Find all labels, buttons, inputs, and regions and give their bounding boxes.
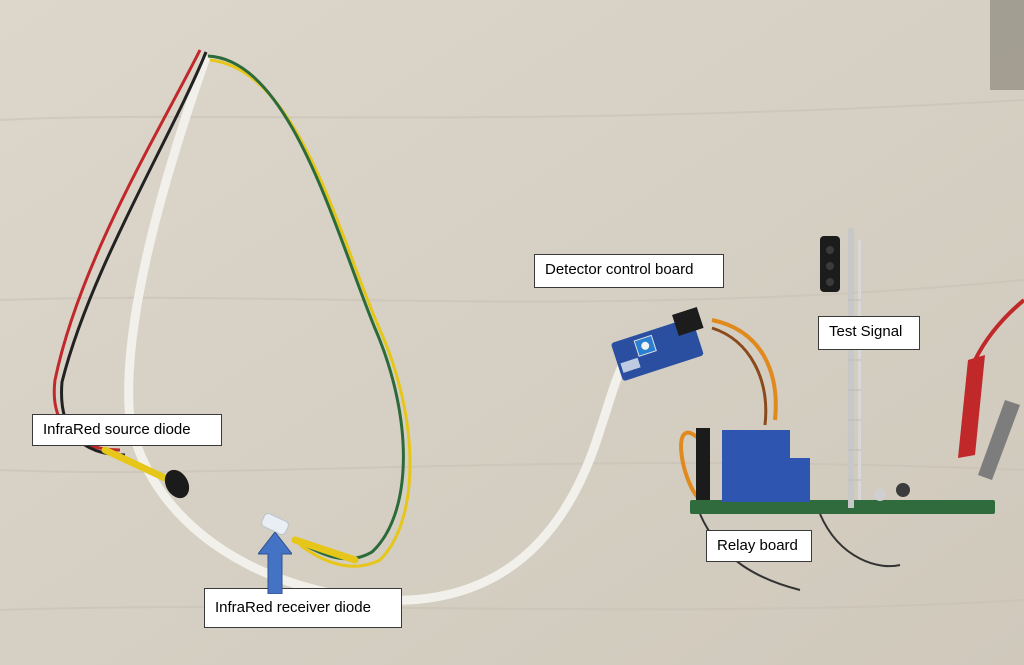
label-relay-board: Relay board <box>706 530 812 562</box>
ir-receiver-diode <box>261 512 289 536</box>
black-clip <box>978 400 1020 480</box>
red-clip-wire <box>973 298 1024 361</box>
ir-source-diode <box>164 469 190 499</box>
detector-board <box>611 306 704 381</box>
surface-texture <box>0 99 1024 611</box>
up-arrow-icon <box>258 532 292 594</box>
test-signal <box>820 228 861 508</box>
ir-receiver-sleeve <box>291 536 359 564</box>
relay-board <box>690 428 995 591</box>
label-infrared-source: InfraRed source diode <box>32 414 222 446</box>
top-right-shadow <box>990 0 1024 90</box>
red-clip <box>958 355 985 458</box>
label-test-signal: Test Signal <box>818 316 920 350</box>
relay-loop-wire <box>679 430 702 502</box>
label-infrared-receiver: InfraRed receiver diode <box>204 588 402 628</box>
label-detector-control-board: Detector control board <box>534 254 724 288</box>
orange-wire <box>711 318 778 421</box>
white-cable <box>124 55 630 605</box>
brown-wire <box>711 326 768 426</box>
ir-source-sleeve <box>101 446 169 482</box>
